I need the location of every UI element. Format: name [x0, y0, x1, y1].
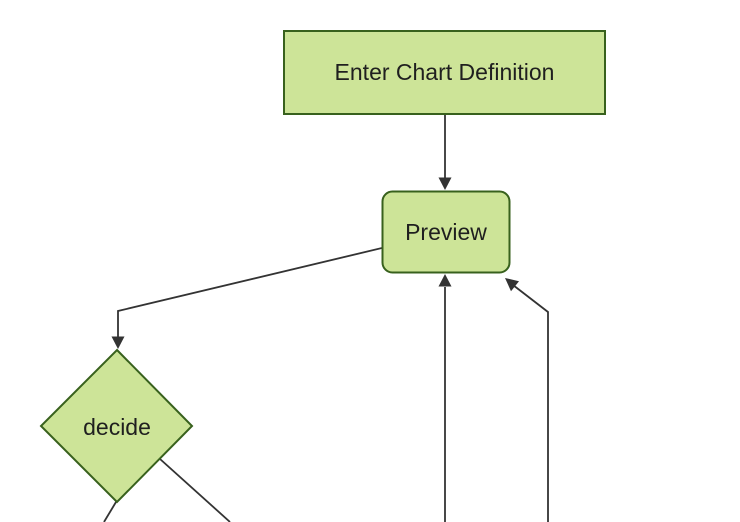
node-decide-label: decide — [83, 414, 151, 440]
edge-preview-to-decide — [111, 247, 383, 349]
edge-decide-to-offscreen-right-line — [159, 458, 231, 522]
arrowhead-up-icon — [438, 274, 452, 287]
node-decide: decide — [39, 348, 194, 504]
node-preview-label: Preview — [405, 219, 487, 245]
edge-enter-to-preview — [438, 115, 452, 190]
arrowhead-down-icon — [438, 177, 452, 190]
edge-decide-to-offscreen-right — [159, 458, 231, 522]
node-preview: Preview — [381, 190, 511, 274]
node-preview-shape — [381, 190, 511, 274]
edge-decide-to-offscreen-left — [103, 501, 117, 522]
edge-decide-to-offscreen-left-line — [103, 501, 117, 522]
arrowhead-down-icon — [111, 336, 125, 349]
edge-preview-to-decide-line — [117, 247, 383, 338]
node-enter-chart-definition-label: Enter Chart Definition — [335, 59, 555, 85]
node-decide-shape — [39, 348, 194, 504]
arrowhead-up-left-icon — [505, 278, 519, 292]
edge-offscreen-right-to-preview-line — [512, 284, 549, 522]
edge-offscreen-right-to-preview — [505, 278, 549, 522]
edge-offscreen-center-to-preview — [438, 274, 452, 522]
node-enter-chart-definition: Enter Chart Definition — [283, 30, 606, 115]
node-enter-chart-definition-shape — [283, 30, 606, 115]
